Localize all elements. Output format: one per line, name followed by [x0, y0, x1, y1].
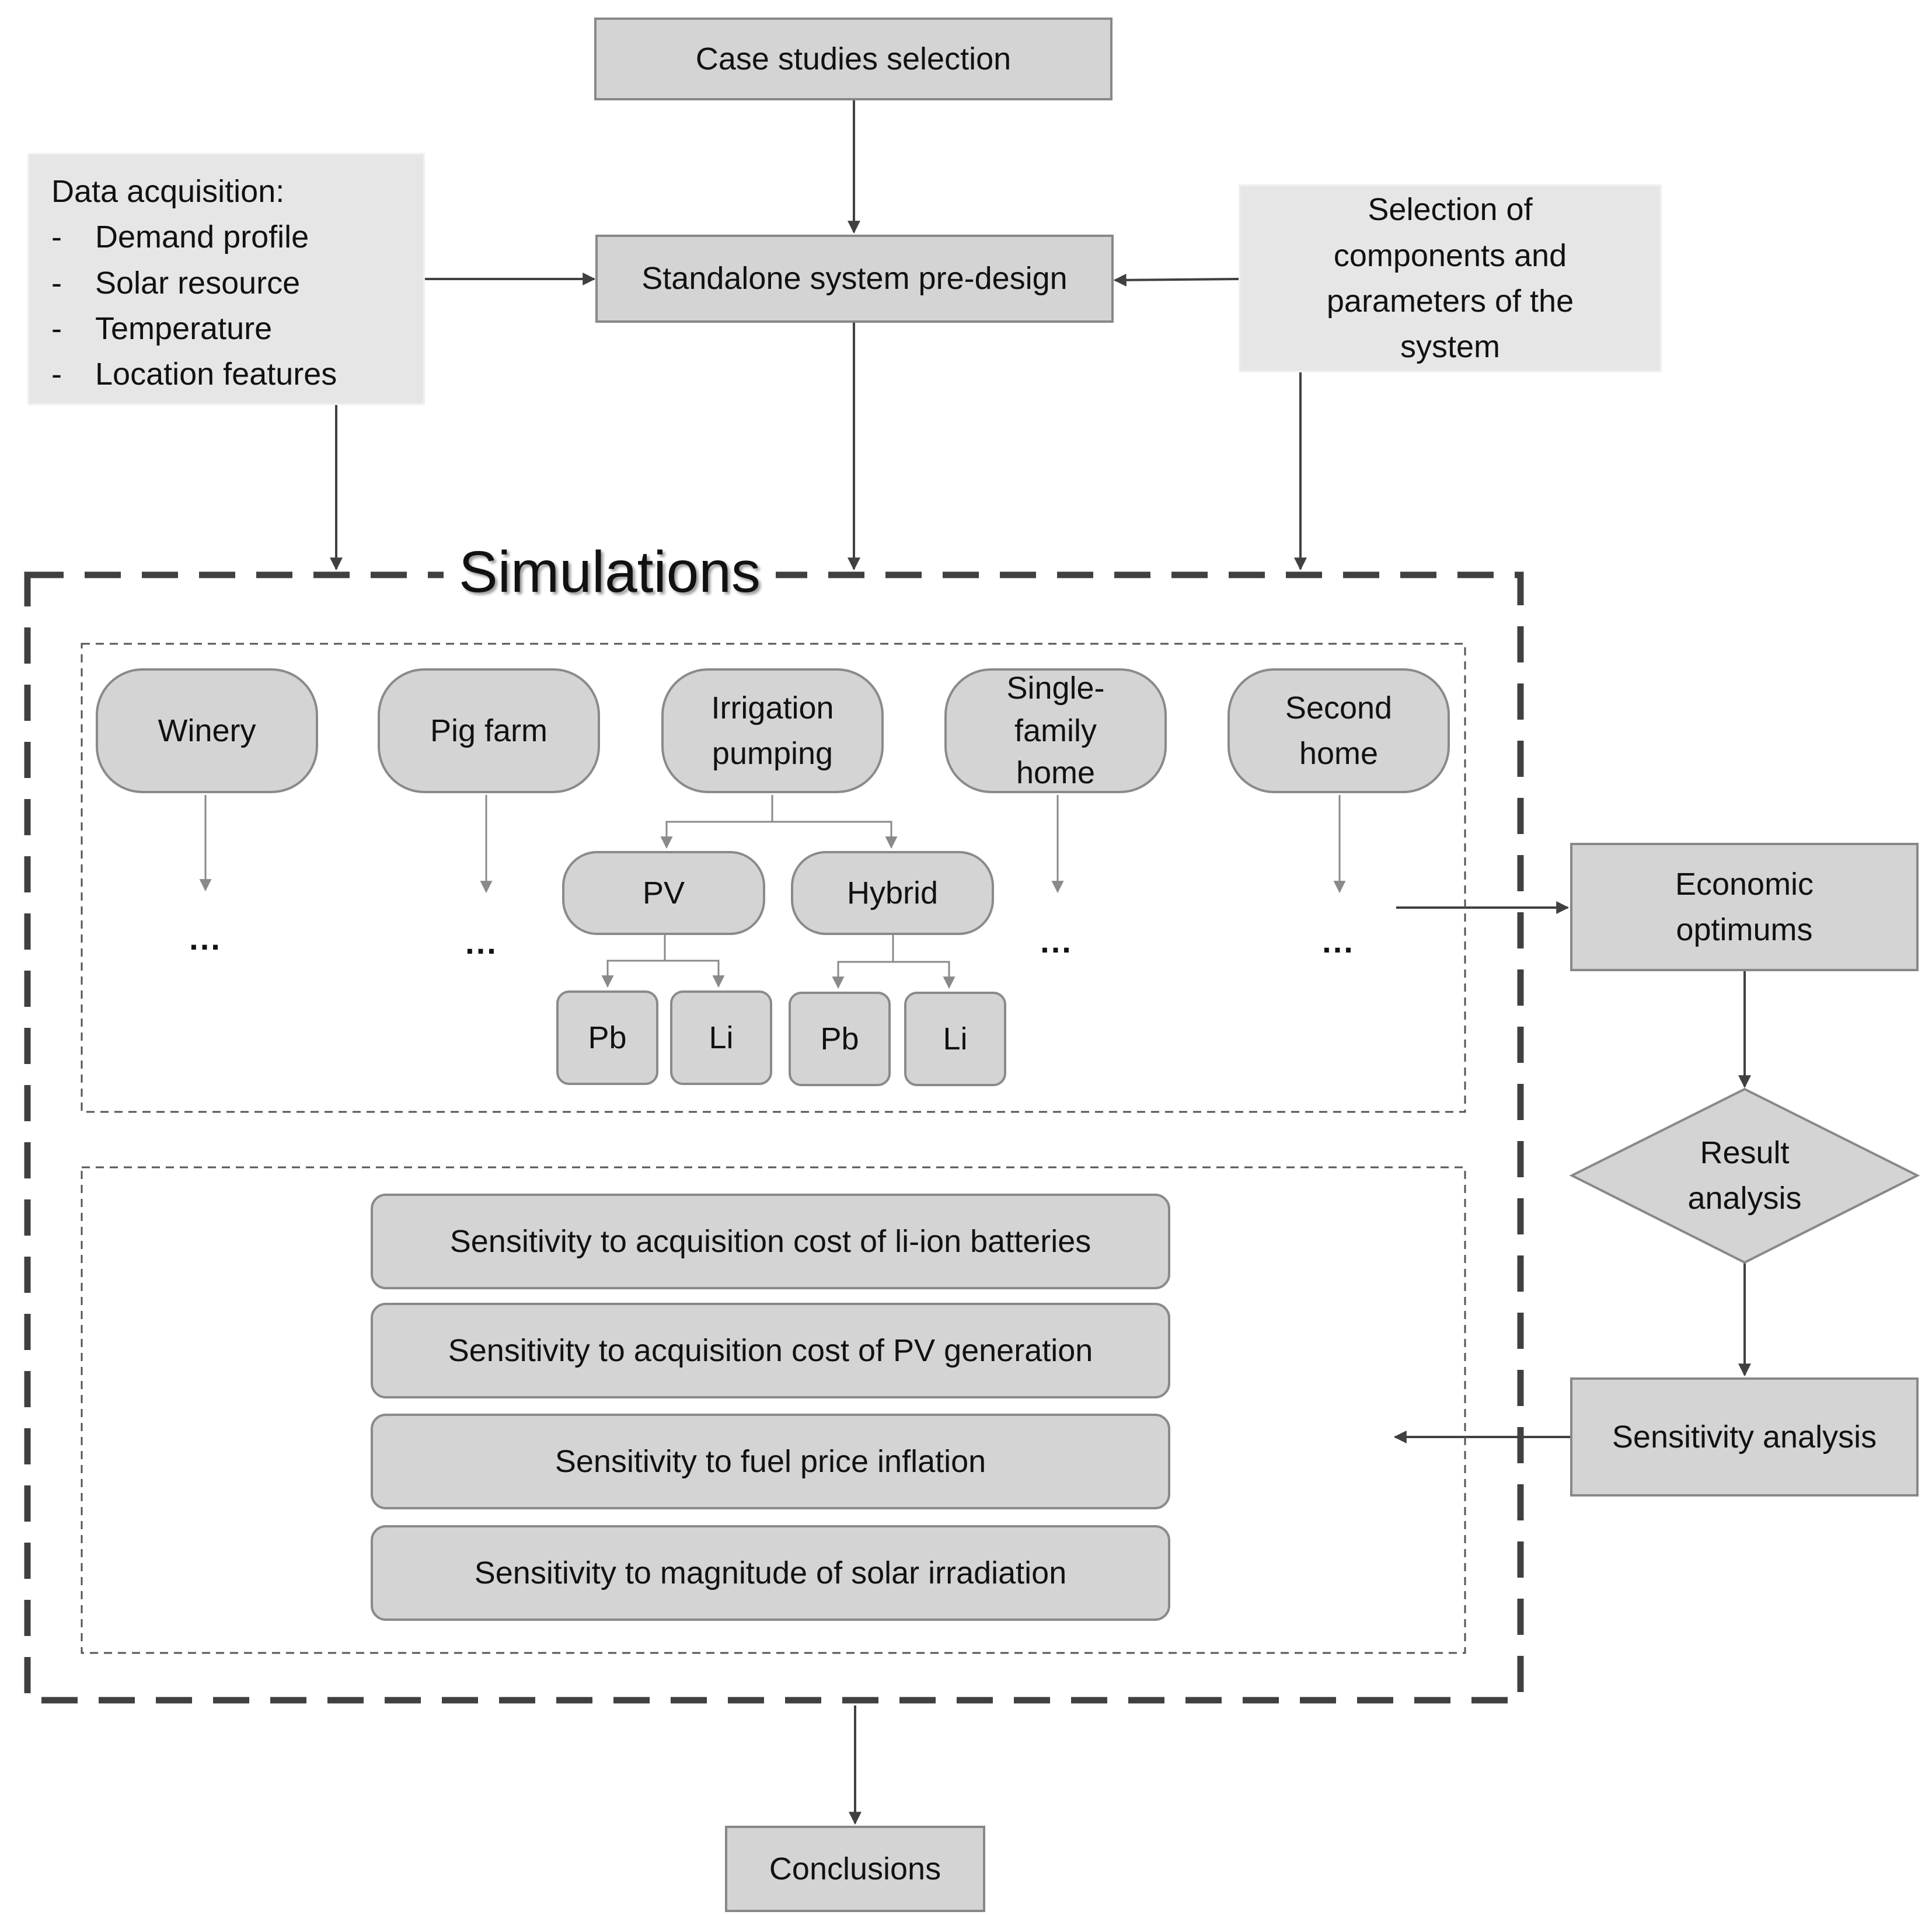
sensitivity-fuel-price: Sensitivity to fuel price inflation [371, 1414, 1170, 1509]
economic-line-2: optimums [1676, 912, 1813, 947]
case-pig-farm-label: Pig farm [430, 713, 548, 748]
ellipsis-winery: ... [189, 920, 222, 957]
leaf-pv-li-label: Li [709, 1020, 734, 1055]
sensitivity-solar-irradiation-label: Sensitivity to magnitude of solar irradi… [474, 1555, 1067, 1590]
conclusions-label: Conclusions [769, 1851, 941, 1886]
bullet: - [51, 219, 62, 255]
sensitivity-analysis-label: Sensitivity analysis [1612, 1419, 1877, 1454]
economic-optimums-box: Economic optimums [1570, 843, 1919, 971]
case-pig-farm: Pig farm [378, 668, 600, 793]
case-studies-label: Case studies selection [695, 41, 1012, 76]
sensitivity-li-ion-label: Sensitivity to acquisition cost of li-io… [449, 1223, 1091, 1259]
sensitivity-li-ion: Sensitivity to acquisition cost of li-io… [371, 1194, 1170, 1289]
selection-line-1: Selection of [1368, 192, 1533, 228]
economic-line-1: Economic [1675, 866, 1814, 902]
selection-line-2: components and [1333, 238, 1567, 273]
case-single-family-line-2: family [1014, 713, 1097, 748]
case-studies-box: Case studies selection [594, 18, 1113, 100]
data-item-demand: Demand profile [95, 219, 309, 255]
case-single-family-line-3: home [1016, 755, 1096, 791]
leaf-hybrid-li: Li [904, 992, 1006, 1086]
split-pv-left [601, 935, 666, 988]
result-analysis-diamond [1569, 1087, 1920, 1264]
leaf-pv-pb-label: Pb [588, 1020, 627, 1055]
branch-hybrid-label: Hybrid [846, 875, 939, 911]
data-item-solar: Solar resource [95, 265, 301, 301]
case-second-home-line-2: home [1299, 736, 1379, 771]
data-item-location: Location features [95, 357, 337, 392]
split-irrigation-right [772, 821, 898, 849]
data-acquisition-title: Data acquisition: [51, 174, 285, 209]
ellipsis-second-home: ... [1322, 923, 1355, 960]
sensitivity-fuel-price-label: Sensitivity to fuel price inflation [555, 1443, 986, 1479]
sensitivity-pv-generation: Sensitivity to acquisition cost of PV ge… [371, 1303, 1170, 1398]
arrow-selection-to-predesign [1113, 273, 1239, 287]
bullet: - [51, 311, 62, 346]
case-winery: Winery [96, 668, 318, 793]
result-analysis-label: Result analysis [1630, 1123, 1859, 1228]
case-winery-label: Winery [158, 713, 256, 748]
case-single-family-home: Single- family home [944, 668, 1167, 793]
case-single-family-line-1: Single- [1006, 670, 1105, 706]
selection-box: Selection of components and parameters o… [1239, 184, 1662, 372]
selection-line-3: parameters of the [1326, 284, 1574, 319]
cases-frame [81, 643, 1466, 1113]
sensitivity-frame [81, 1166, 1466, 1654]
conclusions-box: Conclusions [725, 1826, 985, 1912]
split-pv-right [665, 960, 725, 988]
case-second-home: Second home [1227, 668, 1450, 793]
branch-pv-label: PV [642, 875, 685, 911]
sensitivity-solar-irradiation: Sensitivity to magnitude of solar irradi… [371, 1525, 1170, 1621]
branch-pv: PV [562, 851, 765, 935]
pre-design-label: Standalone system pre-design [641, 261, 1068, 297]
data-acquisition-box: Data acquisition: -Demand profile -Solar… [27, 153, 425, 405]
case-irrigation-line-2: pumping [712, 736, 834, 771]
pre-design-box: Standalone system pre-design [595, 235, 1114, 323]
ellipsis-single-family: ... [1040, 923, 1073, 960]
sensitivity-pv-generation-label: Sensitivity to acquisition cost of PV ge… [448, 1333, 1093, 1368]
case-irrigation-line-1: Irrigation [711, 690, 834, 725]
leaf-hybrid-li-label: Li [943, 1021, 968, 1056]
sensitivity-analysis-box: Sensitivity analysis [1570, 1377, 1919, 1497]
ellipsis-pig-farm: ... [465, 924, 498, 961]
selection-line-4: system [1400, 329, 1500, 365]
simulations-title: Simulations [444, 543, 776, 601]
leaf-pv-pb: Pb [556, 990, 658, 1085]
bullet: - [51, 357, 62, 392]
case-irrigation-pumping: Irrigation pumping [661, 668, 884, 793]
bullet: - [51, 265, 62, 301]
leaf-hybrid-pb: Pb [789, 992, 891, 1086]
split-hybrid-left [832, 935, 894, 989]
leaf-pv-li: Li [670, 990, 772, 1085]
leaf-hybrid-pb-label: Pb [820, 1021, 859, 1056]
case-second-home-line-1: Second [1285, 690, 1393, 725]
result-line-1: Result [1700, 1135, 1790, 1170]
branch-hybrid: Hybrid [791, 851, 994, 935]
split-irrigation [660, 795, 773, 849]
split-hybrid-right [893, 961, 955, 989]
result-line-2: analysis [1687, 1181, 1802, 1216]
data-item-temperature: Temperature [95, 311, 273, 346]
